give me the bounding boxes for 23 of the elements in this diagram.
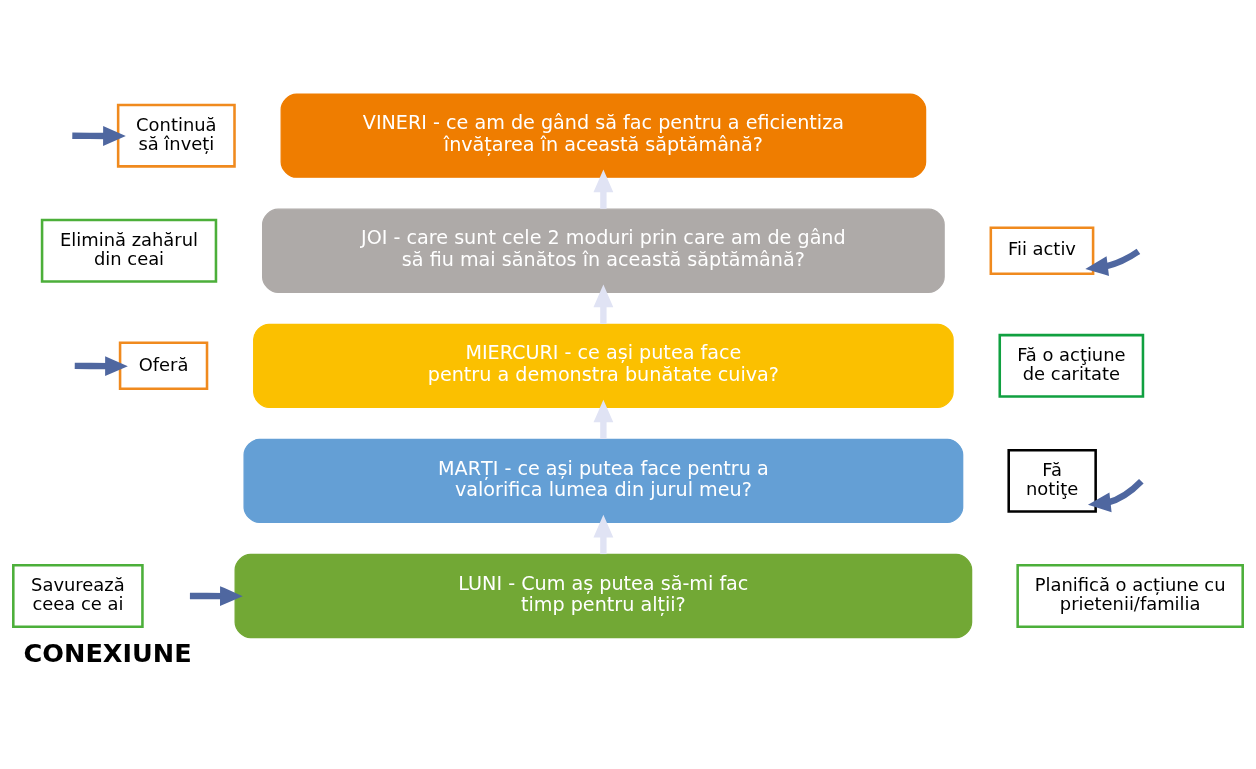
node-box: Elimină zahărul din ceai	[40, 218, 218, 283]
node-box: Fii activ	[989, 225, 1095, 275]
arrow	[593, 514, 614, 554]
node-box: JOI - care sunt cele 2 moduri prin care am de gând să fiu mai sănătos în această săptămână?	[262, 208, 945, 293]
arrow	[72, 125, 126, 146]
arrow	[593, 284, 614, 324]
arrow	[1087, 478, 1144, 512]
node-box: Continuă să înveți	[116, 103, 236, 168]
node-box: VINERI - ce am de gând să fac pentru a eficientiza învățarea în această săptămână?	[280, 92, 927, 178]
arrow	[593, 399, 614, 439]
node-box: Fă o acţiune de caritate	[998, 333, 1145, 398]
arrow	[189, 585, 243, 606]
diagram-title: CONEXIUNE	[23, 637, 192, 668]
arrow	[593, 169, 614, 209]
node-box: Oferă	[118, 341, 209, 390]
node-box: LUNI - Cum aș putea să-mi fac timp pentru alții?	[234, 553, 973, 638]
arrow	[1085, 248, 1141, 276]
node-box: Savurează ceea ce ai	[12, 563, 144, 628]
node-box: Fă notiţe	[1007, 448, 1097, 513]
node-box: MIERCURI - ce ași putea face pentru a demonstra bunătate cuiva?	[253, 323, 954, 408]
arrow	[74, 355, 128, 376]
node-box: Planifică o acțiune cu prietenii/familia	[1016, 563, 1244, 628]
node-box: MARȚI - ce ași putea face pentru a valorifica lumea din jurul meu?	[243, 438, 964, 523]
